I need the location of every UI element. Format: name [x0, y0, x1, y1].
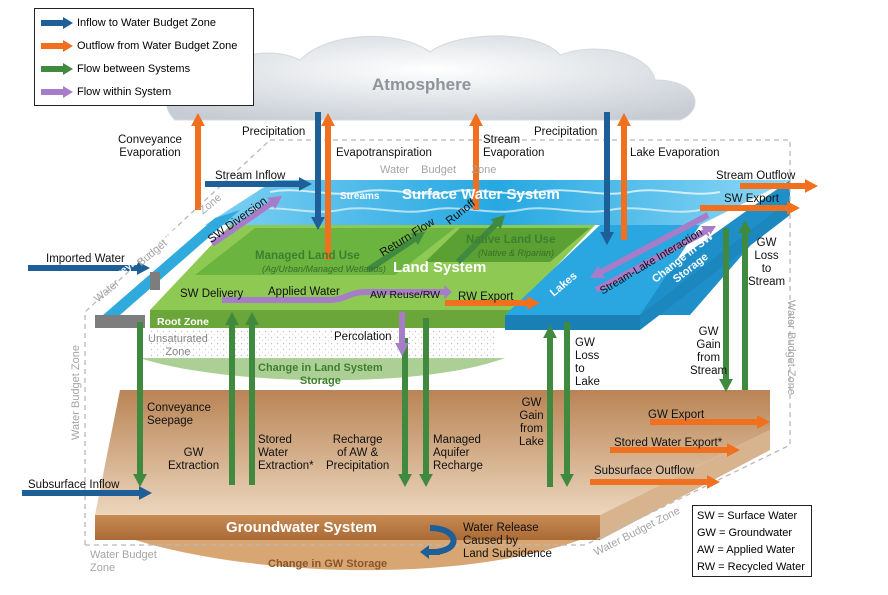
sw-export-arrow: [700, 201, 800, 215]
land-storage-lens: [140, 330, 505, 381]
conveyance-beam: [95, 210, 240, 328]
conveyance-seepage-arrow: [133, 322, 147, 487]
stream-lake-arrow-1: [590, 212, 710, 278]
applied-water-arrowhead: [435, 285, 452, 299]
stored-extraction-arrow: [245, 312, 259, 485]
gw-export-arrow: [650, 415, 770, 429]
stream-evaporation-arrow: [469, 113, 483, 210]
water-budget-zone-outline: [84, 139, 791, 546]
water-release-arrowhead: [420, 545, 440, 559]
atmosphere-cloud: [166, 35, 696, 121]
percolation-arrow: [395, 312, 409, 356]
managed-recharge-arrow: [419, 318, 433, 487]
evapotranspiration-arrow: [321, 113, 335, 260]
lake-evaporation-arrow: [617, 113, 631, 240]
conveyance-evaporation-arrow: [191, 113, 205, 210]
stream-outflow-arrow: [740, 179, 818, 193]
flow-arrows: [22, 112, 818, 559]
sw-diversion-arrow: [210, 196, 282, 247]
subsurface-outflow-arrow: [590, 475, 720, 489]
rw-export-arrow: [445, 296, 540, 310]
gw-extraction-arrow: [225, 312, 239, 485]
groundwater-slab: [95, 390, 770, 571]
gw-loss-stream-arrow: [738, 220, 752, 390]
stream-inflow-arrow: [205, 177, 312, 191]
water-release-path: [429, 525, 457, 555]
stored-water-export-arrow: [610, 443, 740, 457]
applied-water-path: [222, 289, 445, 303]
subsurface-inflow-arrow: [22, 486, 152, 500]
precipitation-arrow-1: [311, 112, 325, 230]
gw-loss-lake-arrow: [560, 322, 574, 487]
gw-gain-stream-arrow: [719, 228, 733, 392]
stream-lake-arrow-2: [594, 226, 716, 293]
return-flow-arrow: [366, 232, 425, 273]
runoff-arrow: [455, 215, 505, 265]
imported-water-arrow: [28, 261, 150, 275]
precipitation-arrow-2: [600, 112, 614, 245]
recharge-arrow: [398, 338, 412, 487]
gw-gain-lake-arrow: [543, 325, 557, 487]
